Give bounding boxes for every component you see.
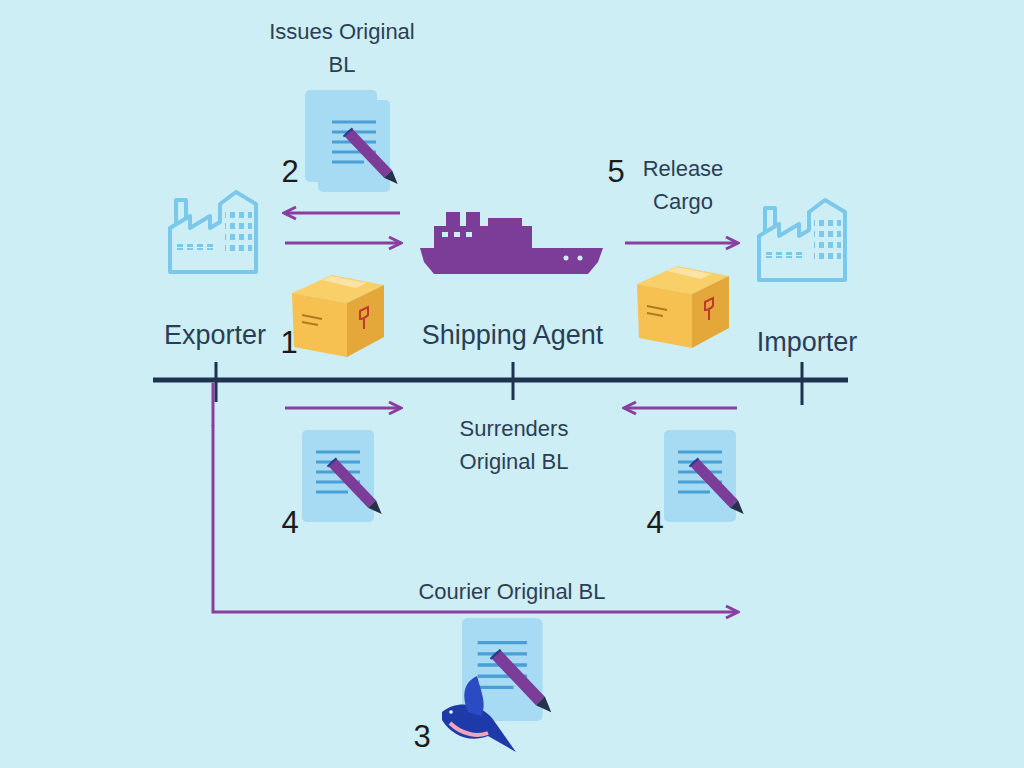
callout-number: 2 [270,155,310,189]
timeline-tick [215,362,218,402]
callout-number: 4 [635,506,675,540]
flow-arrow [285,242,400,245]
ship-window [454,232,460,237]
party-label: Shipping Agent [405,319,620,351]
timeline-tick [512,362,515,400]
bird-wing [464,676,483,716]
timeline [153,378,848,383]
bird-belly [450,723,488,735]
party-importer: Importer [742,185,872,635]
timeline-tick [801,362,804,405]
flow-arrow [625,242,737,245]
ship-funnel [446,212,460,227]
ship-window [466,232,472,237]
ship-hull [420,248,603,274]
flow-arrow [285,212,400,215]
courier-lead [212,383,215,426]
party-label: Importer [742,326,872,358]
exporter-factory [170,192,256,272]
callout-number: 1 [274,326,304,360]
importer-factory [759,200,845,280]
porthole [578,256,583,261]
original-bl-icon [664,430,744,522]
callout-number: 3 [402,720,442,754]
step-description: Surrenders Original BL [439,412,589,478]
step-description: Issues Original BL [267,15,417,81]
ship-superstructure [434,226,532,249]
party-label: Exporter [150,319,280,351]
ship-bridge [488,218,522,227]
ship-icon [420,212,603,274]
bird-eye [449,710,453,714]
ship-funnel [466,212,480,227]
cargo-box-export [292,275,384,357]
edge-label: Courier Original BL [414,575,609,608]
original-bl-icon [462,618,551,721]
bird-icon [442,676,516,752]
party-exporter: Exporter [150,185,280,425]
flow-arrow [625,407,737,410]
callout-number: 4 [270,506,310,540]
ship-window [442,232,448,237]
porthole [564,256,569,261]
step-description: Release Cargo [628,152,738,218]
original-bl-icon [318,100,398,192]
callout-number: 5 [596,155,636,189]
original-bl-icon [302,430,382,522]
party-shipping-agent: Shipping Agent [405,200,620,425]
flow-arrow [285,407,400,410]
cargo-box-import [637,266,729,348]
